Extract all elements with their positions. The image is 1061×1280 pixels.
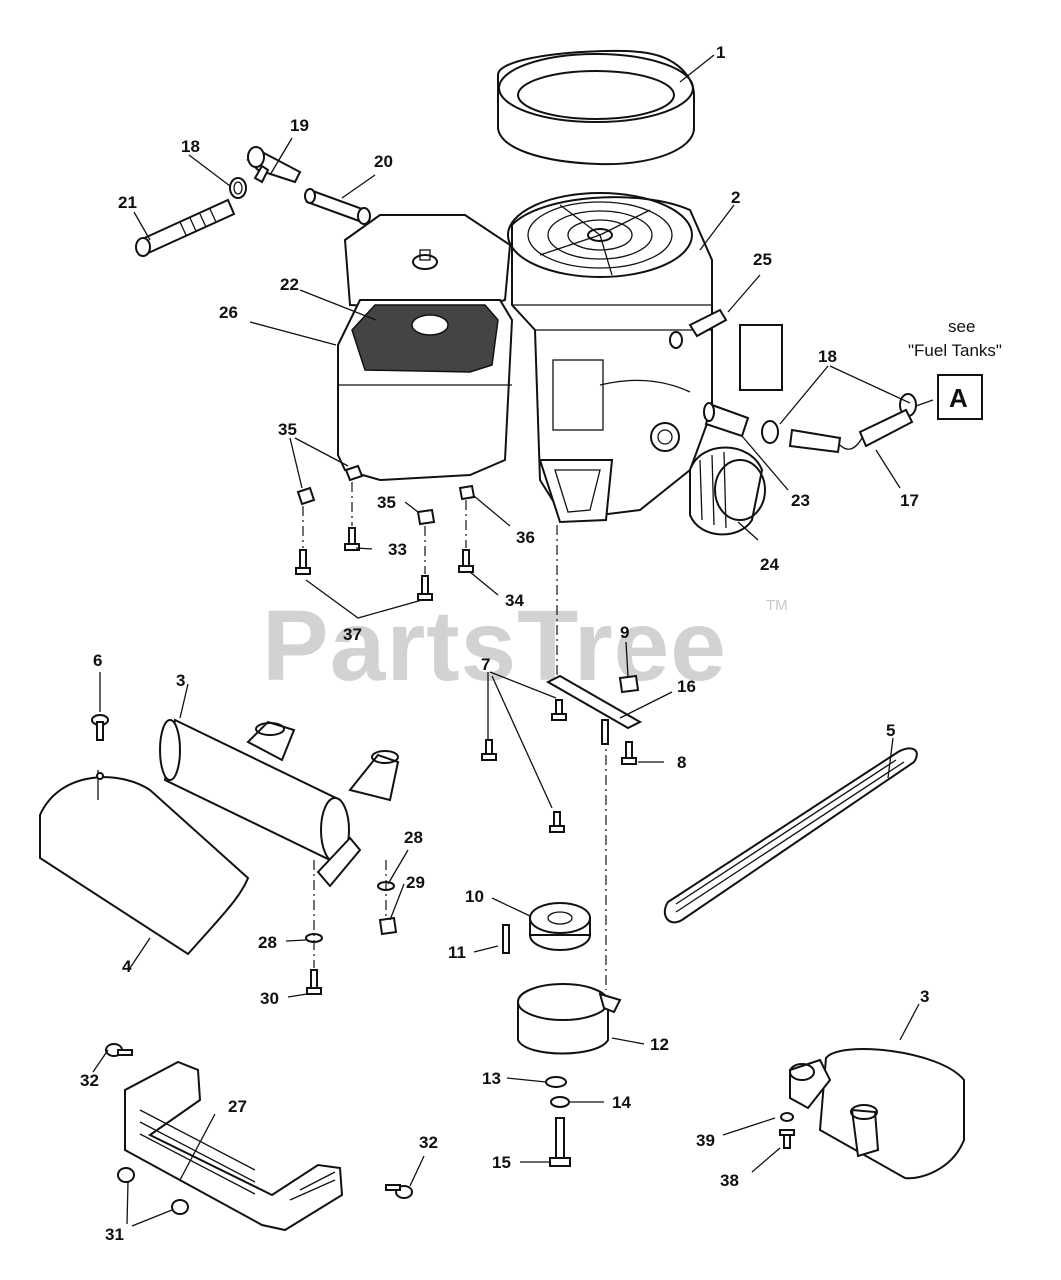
callout-11: 11 (448, 943, 466, 962)
callout-14: 14 (612, 1093, 631, 1112)
callout-31: 31 (105, 1225, 124, 1244)
part-25-spark-plug (669, 308, 728, 349)
callout-33: 33 (388, 540, 407, 559)
engine-mount-hardware (295, 464, 476, 601)
callout-28: 28 (258, 933, 277, 952)
callout-4: 4 (122, 957, 132, 976)
callout-28: 28 (404, 828, 423, 847)
fuel-tanks-reference-box: A (937, 374, 983, 420)
part-15-bolt (549, 1117, 571, 1167)
callout-24: 24 (760, 555, 779, 574)
part-27-bracket (124, 1060, 344, 1232)
part-17-fuel-hose (788, 408, 914, 454)
callout-20: 20 (374, 152, 393, 171)
part-10-pulley (529, 902, 591, 951)
part-20-fuel-line (304, 188, 371, 225)
callout-16: 16 (677, 677, 696, 696)
callout-39: 39 (696, 1131, 715, 1150)
leader-lines (92, 54, 934, 1227)
callout-1: 1 (716, 43, 725, 62)
part-19-fuel-tee (246, 146, 302, 184)
callout-13: 13 (482, 1069, 501, 1088)
callout-12: 12 (650, 1035, 669, 1054)
part-3-muffler-left (159, 718, 400, 888)
callout-2: 2 (731, 188, 740, 207)
part-8-bolt (621, 741, 637, 765)
part-11-key (502, 924, 510, 954)
callout-3: 3 (920, 987, 929, 1006)
callout-21: 21 (118, 193, 137, 212)
callout-29: 29 (406, 873, 425, 892)
part-16-plate (545, 674, 643, 745)
part-14-washer (550, 1096, 570, 1108)
part-4-heat-shield (39, 770, 250, 956)
callout-23: 23 (791, 491, 810, 510)
callout-6: 6 (93, 651, 102, 670)
part-9-nut (618, 674, 640, 694)
part-12-clutch (517, 983, 622, 1055)
reference-letter: A (949, 383, 968, 413)
callout-19: 19 (290, 116, 309, 135)
part-22-fuel-screen (351, 304, 499, 373)
part-7-bolts (481, 699, 567, 833)
reference-note-line1: see (948, 317, 975, 336)
callout-3: 3 (176, 671, 185, 690)
part-2-engine (507, 192, 713, 524)
callout-7: 7 (481, 655, 490, 674)
callout-35: 35 (278, 420, 297, 439)
watermark-trademark: TM (766, 597, 788, 614)
callout-labels: 1 2 3 3 4 5 6 7 8 9 10 11 12 13 14 15 16… (80, 43, 929, 1244)
part-21-fuel-hose (135, 198, 236, 257)
part-13-washer (545, 1076, 567, 1088)
callout-30: 30 (260, 989, 279, 1008)
part-6-screw (91, 714, 109, 741)
callout-27: 27 (228, 1097, 247, 1116)
callout-22: 22 (280, 275, 299, 294)
bracket-screws (105, 1043, 413, 1215)
callout-35: 35 (377, 493, 396, 512)
callout-37: 37 (343, 625, 362, 644)
callout-10: 10 (465, 887, 484, 906)
callout-9: 9 (620, 623, 629, 642)
callout-18: 18 (818, 347, 837, 366)
callout-36: 36 (516, 528, 535, 547)
callout-34: 34 (505, 591, 524, 610)
reference-note-line2: "Fuel Tanks" (908, 341, 1002, 360)
part-24-oil-filter (689, 446, 766, 536)
part-5-belt (663, 747, 918, 924)
callout-32: 32 (419, 1133, 438, 1152)
gasket (739, 324, 783, 391)
callout-26: 26 (219, 303, 238, 322)
callout-17: 17 (900, 491, 919, 510)
callout-5: 5 (886, 721, 895, 740)
callout-38: 38 (720, 1171, 739, 1190)
callout-32: 32 (80, 1071, 99, 1090)
exhaust-hardware (305, 860, 398, 995)
callout-18: 18 (181, 137, 200, 156)
watermark-text: PartsTree (262, 590, 727, 702)
part-3-muffler-right (789, 1048, 965, 1180)
part-18-hose-clamp-left (229, 177, 247, 199)
callout-15: 15 (492, 1153, 511, 1172)
part-23-fuel-filter (703, 402, 750, 438)
part-1-air-filter-ring (497, 49, 695, 166)
callout-8: 8 (677, 753, 686, 772)
callout-25: 25 (753, 250, 772, 269)
parts-38-39-hardware (779, 1112, 795, 1149)
